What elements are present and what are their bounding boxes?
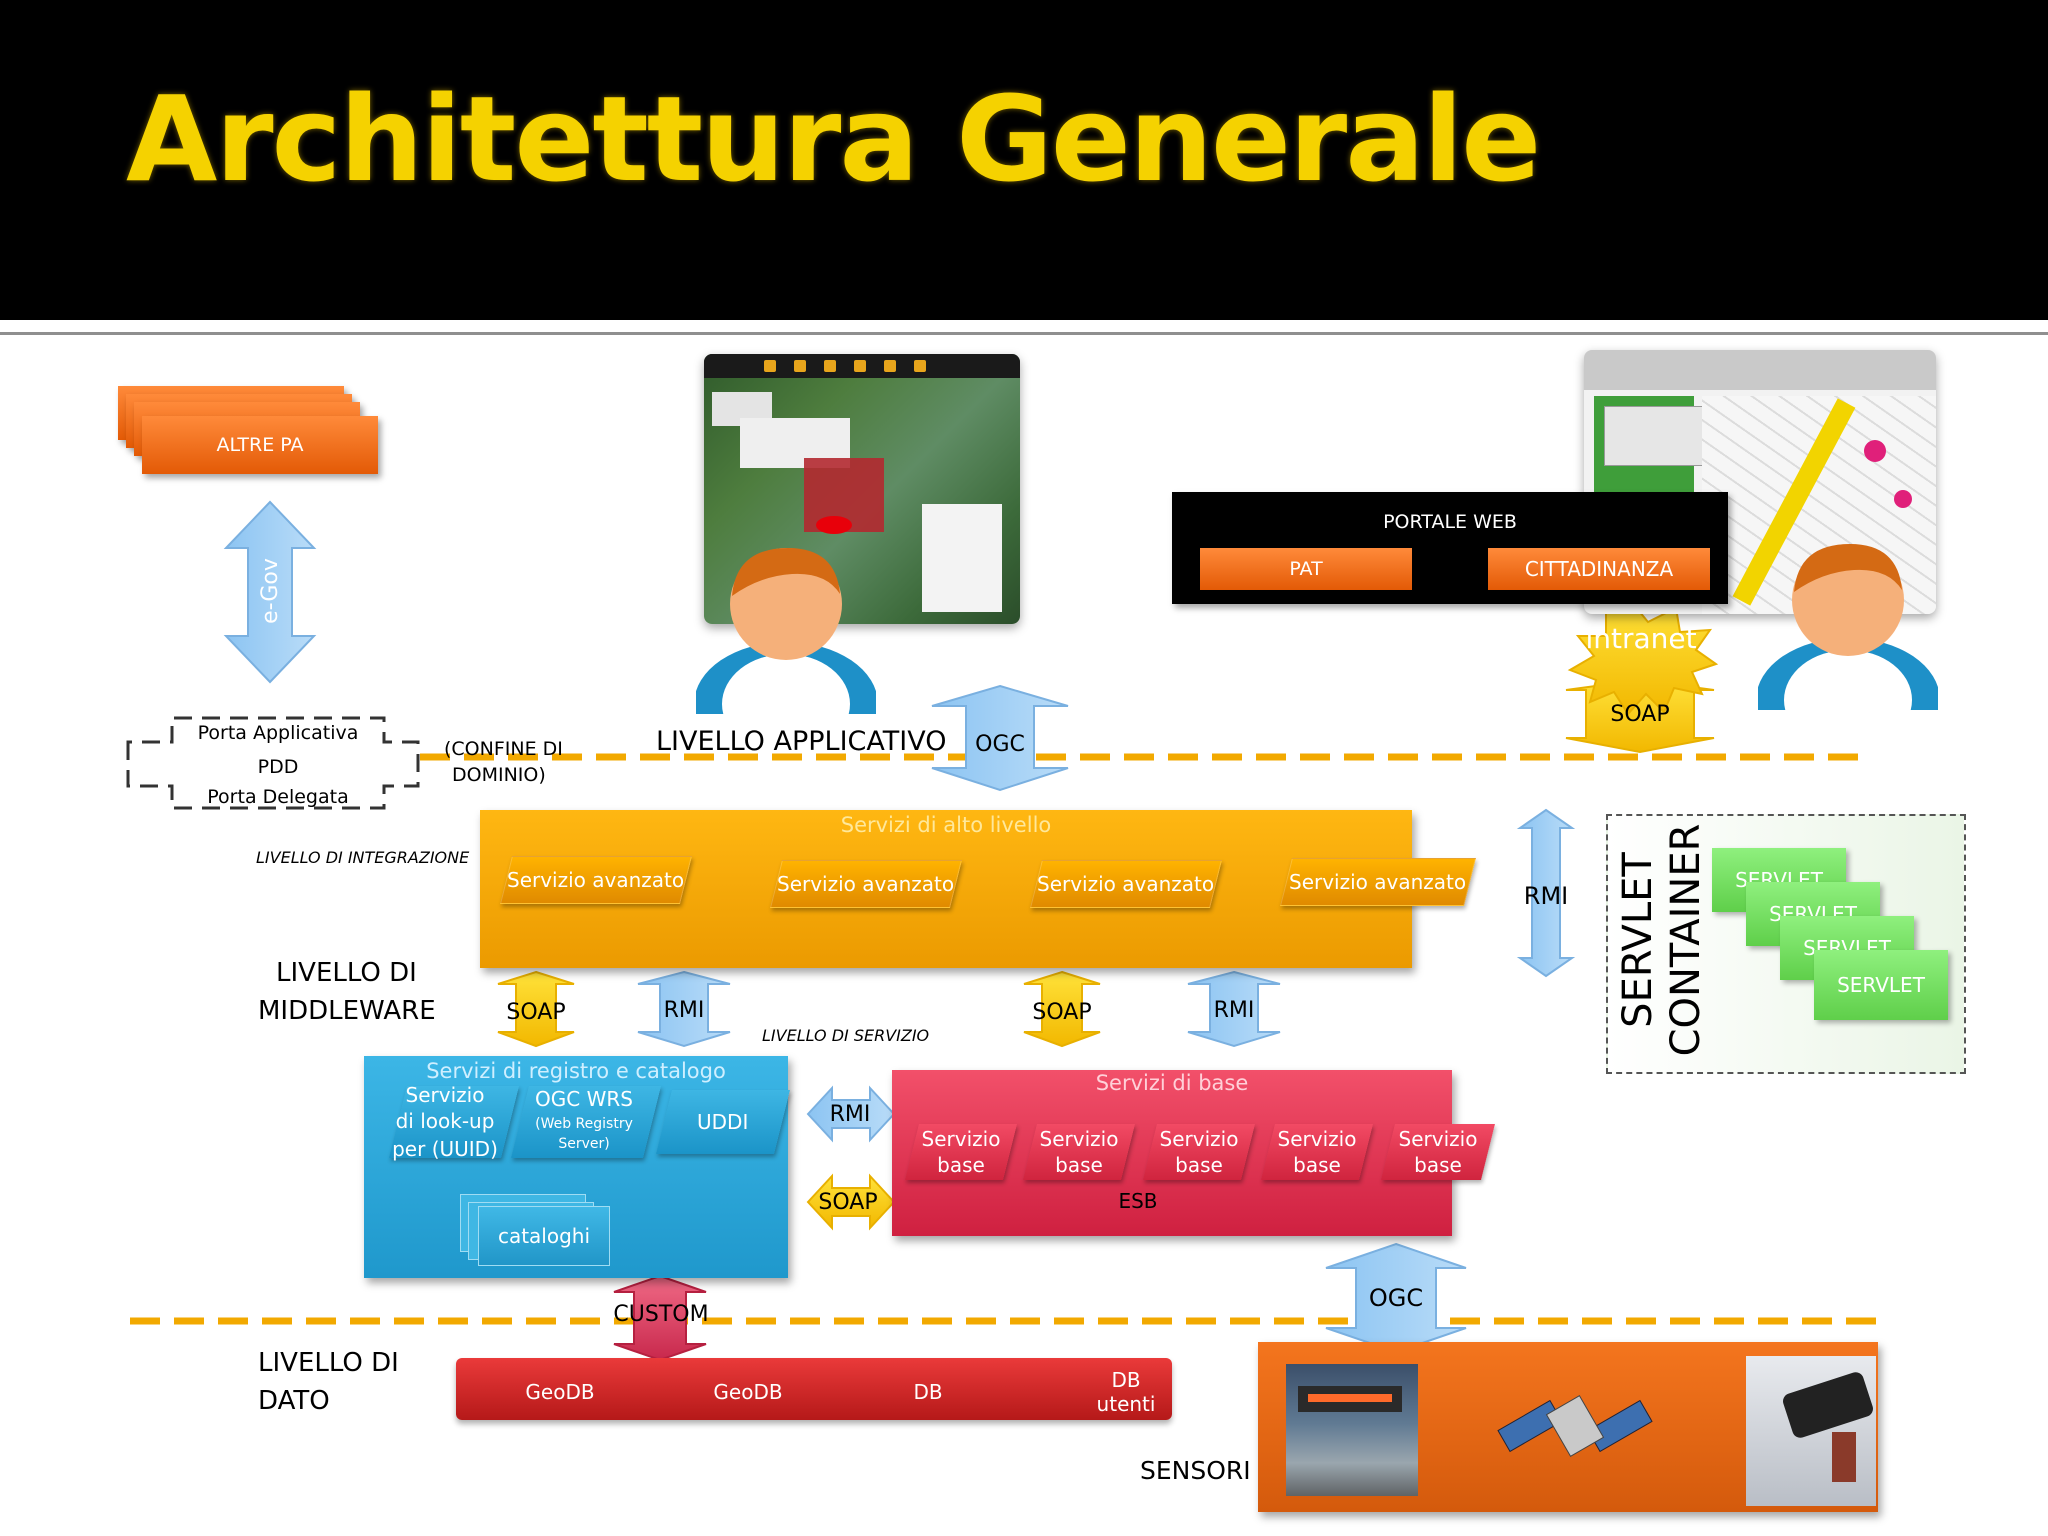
servizio-avanzato-4: Servizio avanzato xyxy=(1280,858,1476,906)
altre-pa-box: ALTRE PA xyxy=(142,416,378,474)
uddi-service: UDDI xyxy=(656,1090,790,1154)
intranet-burst xyxy=(1567,598,1719,716)
gis-desktop-screenshot xyxy=(704,354,1020,624)
lookup-label-1: Servizio xyxy=(405,1083,485,1107)
rmi-label-2: RMI xyxy=(1213,997,1255,1023)
header-rule xyxy=(0,320,2048,330)
servizio-avanzato-3: Servizio avanzato xyxy=(1030,860,1222,908)
rmi-servlet-label: RMI xyxy=(1523,882,1569,910)
ogc-top-label: OGC xyxy=(975,731,1025,757)
sensori-label: SENSORI xyxy=(1140,1456,1251,1485)
servlet-container-label-2: CONTAINER xyxy=(1663,823,1709,1057)
confine-label-1: (CONFINE DI xyxy=(444,738,563,760)
soap-arrow-2 xyxy=(1023,970,1101,1048)
livello-servizio-label: LIVELLO DI SERVIZIO xyxy=(762,1026,930,1045)
porta-applicativa-label: Porta Applicativa xyxy=(197,722,359,744)
camera-photo xyxy=(1746,1356,1876,1506)
rmi-servlet-arrow xyxy=(1516,808,1576,978)
servizio-base-4: Servizio base xyxy=(1261,1124,1373,1180)
geodb-1: GeoDB xyxy=(525,1380,595,1404)
servizi-registro-title: Servizi di registro e catalogo xyxy=(426,1059,726,1083)
header-rule-line xyxy=(0,332,2048,335)
egov-arrow xyxy=(223,500,317,684)
porta-delegata-label: Porta Delegata xyxy=(207,786,349,808)
livello-integrazione-label: LIVELLO DI INTEGRAZIONE xyxy=(256,848,470,867)
lookup-label-2: di look-up xyxy=(395,1109,495,1133)
servizio-avanzato-2: Servizio avanzato xyxy=(770,860,962,908)
livello-applicativo-label: LIVELLO APPLICATIVO xyxy=(656,726,947,757)
servizio-base-5: Servizio base xyxy=(1381,1124,1495,1180)
soap-horizontal-label: SOAP xyxy=(818,1189,878,1215)
traffic-sign-photo xyxy=(1286,1364,1418,1496)
wrs-label-1: OGC WRS xyxy=(535,1087,633,1111)
servizi-base-title: Servizi di base xyxy=(1095,1071,1249,1095)
header-bar xyxy=(0,0,2048,320)
intranet-label: intranet xyxy=(1585,621,1697,655)
soap-top-label: SOAP xyxy=(1610,701,1670,727)
livello-dato-label-1: LIVELLO DI xyxy=(258,1348,399,1378)
servizio-base-1: Servizio base xyxy=(905,1124,1017,1180)
portale-web-title: PORTALE WEB xyxy=(1383,511,1517,533)
livello-dato-label-2: DATO xyxy=(258,1386,330,1416)
cataloghi-box: cataloghi xyxy=(478,1206,610,1266)
ogc-top-arrow xyxy=(931,684,1069,792)
soap-label-2: SOAP xyxy=(1032,999,1092,1025)
geodb-2: GeoDB xyxy=(713,1380,783,1404)
servlet-container-label-1: SERVLET xyxy=(1615,852,1661,1028)
wrs-label-3: Server) xyxy=(558,1136,610,1152)
rmi-arrow-1 xyxy=(637,970,731,1048)
porta-boundary xyxy=(126,716,420,810)
wrs-label-2: (Web Registry xyxy=(535,1116,633,1132)
servlet-card-4: SERVLET xyxy=(1814,950,1948,1020)
servizio-base-3: Servizio base xyxy=(1143,1124,1255,1180)
egov-label: e-Gov xyxy=(257,558,283,624)
db-utenti: DB utenti xyxy=(1096,1368,1156,1416)
db: DB xyxy=(913,1380,943,1404)
livello-middleware-label-1: LIVELLO DI xyxy=(276,958,417,988)
user-avatar-icon xyxy=(696,548,876,714)
esb-label: ESB xyxy=(1118,1189,1158,1213)
pat-box: PAT xyxy=(1200,548,1412,590)
soap-label-1: SOAP xyxy=(506,999,566,1025)
confine-label-2: DOMINIO) xyxy=(452,764,546,786)
pdd-label: PDD xyxy=(257,756,299,778)
satellite-icon xyxy=(1497,1395,1653,1457)
servizio-base-2: Servizio base xyxy=(1023,1124,1135,1180)
livello-middleware-label-2: MIDDLEWARE xyxy=(258,996,436,1026)
ogc-bottom-label: OGC xyxy=(1368,1284,1424,1312)
custom-label: CUSTOM xyxy=(613,1301,709,1327)
cittadinanza-box: CITTADINANZA xyxy=(1488,548,1710,590)
servizi-alto-livello-title: Servizi di alto livello xyxy=(840,813,1052,837)
lookup-label-3: per (UUID) xyxy=(392,1137,498,1161)
slide-title: Architettura Generale xyxy=(126,70,1541,208)
database-bar xyxy=(456,1358,1172,1420)
user-avatar-icon xyxy=(1758,544,1938,710)
servizio-avanzato-1: Servizio avanzato xyxy=(500,856,692,904)
rmi-arrow-2 xyxy=(1187,970,1281,1048)
rmi-label-1: RMI xyxy=(663,997,705,1023)
rmi-horizontal-label: RMI xyxy=(829,1101,871,1127)
soap-arrow-1 xyxy=(497,970,575,1048)
